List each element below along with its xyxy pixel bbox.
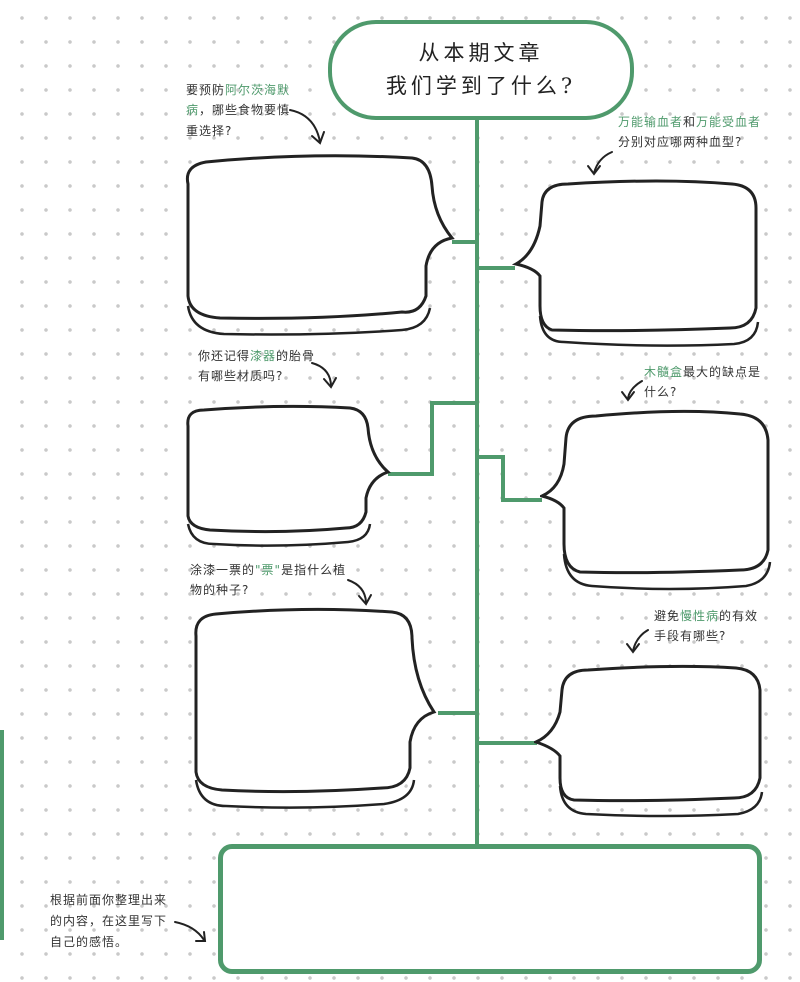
prompt-chronic-disease: 避免慢性病的有效 手段有哪些? bbox=[654, 609, 759, 644]
title-banner: 从本期文章 我们学到了什么? bbox=[328, 20, 634, 120]
answer-bubble-5[interactable] bbox=[186, 602, 440, 812]
title-line-1: 从本期文章 bbox=[418, 41, 544, 66]
prompt-plant-seed: 涂漆一票的"票"是指什么植 物的种子? bbox=[190, 563, 347, 598]
left-accent-bar bbox=[0, 730, 4, 940]
prompt-alzheimers: 要预防阿尔茨海默 病，哪些食物要慎 重选择? bbox=[186, 83, 291, 138]
answer-bubble-3[interactable] bbox=[180, 398, 394, 550]
answer-bubble-2[interactable] bbox=[512, 176, 764, 352]
prompt-blood-types: 万能输血者和万能受血者 分别对应哪两种血型? bbox=[618, 115, 762, 150]
answer-bubble-1[interactable] bbox=[180, 146, 460, 338]
prompt-lacquerware: 你还记得漆器的胎骨 有哪些材质吗? bbox=[198, 349, 316, 384]
answer-bubble-6[interactable] bbox=[534, 660, 768, 820]
summary-instructions: 根据前面你整理出来 的内容，在这里写下 自己的感悟。 bbox=[50, 893, 168, 949]
title-line-2: 我们学到了什么? bbox=[385, 74, 577, 98]
summary-writing-box[interactable] bbox=[218, 844, 762, 974]
answer-bubble-4[interactable] bbox=[540, 404, 776, 596]
prompt-wooden-box: 木髓盒最大的缺点是 什么? bbox=[644, 365, 762, 400]
